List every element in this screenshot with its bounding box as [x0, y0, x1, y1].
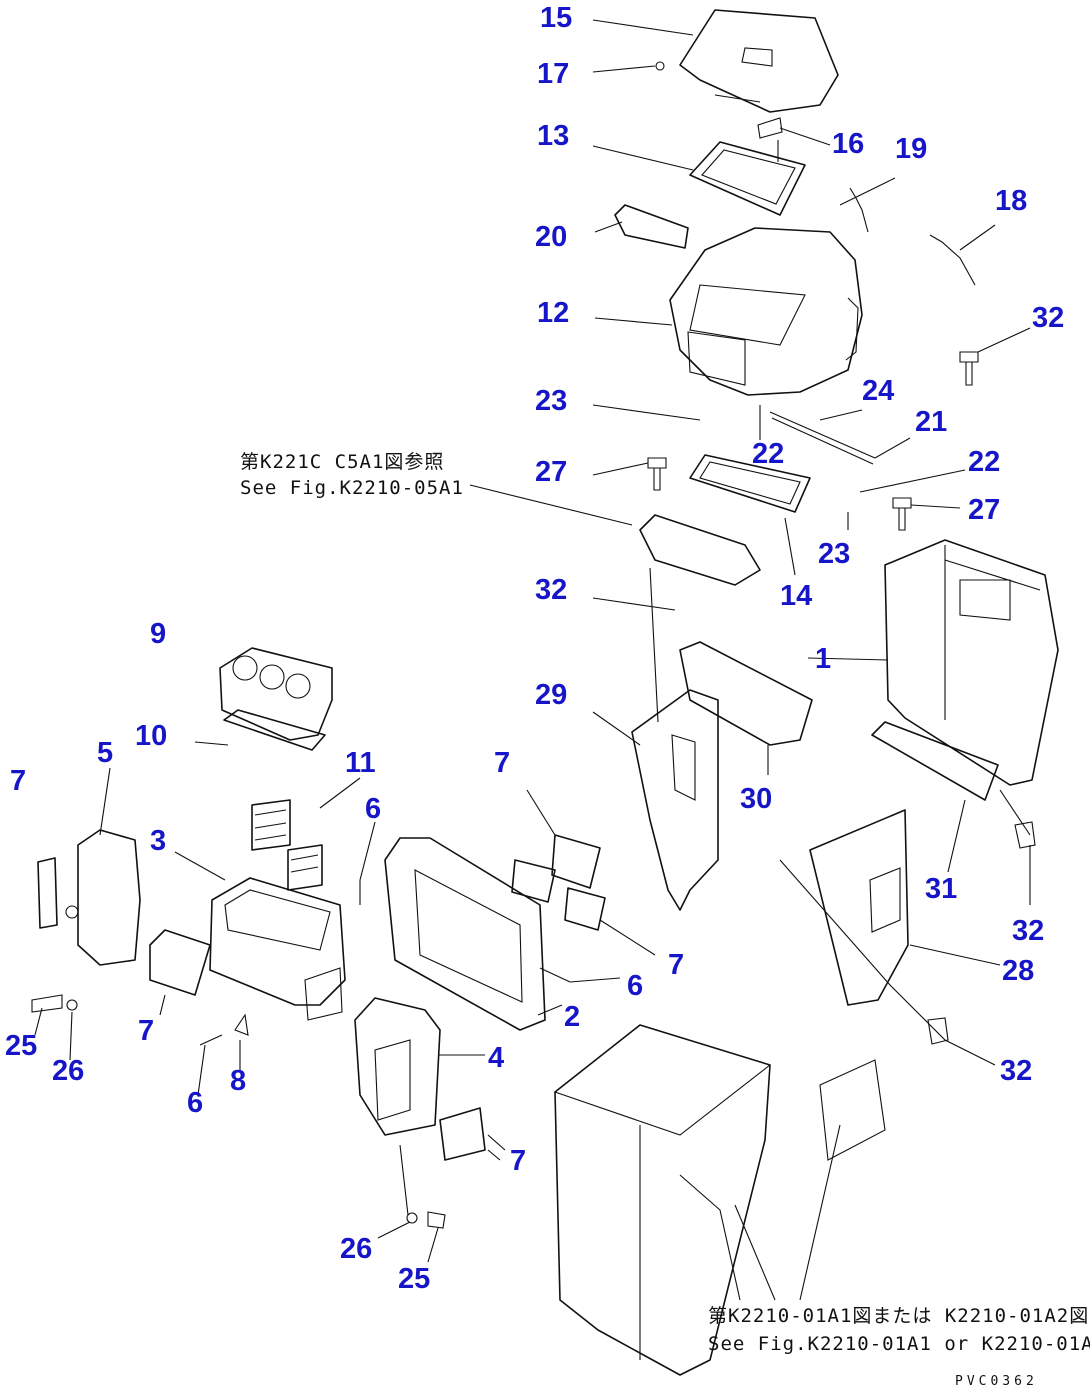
- part-17-screw: [655, 61, 665, 71]
- callout-25: 25: [5, 1030, 37, 1062]
- callout-22: 22: [968, 446, 1000, 478]
- callout-31: 31: [925, 873, 957, 905]
- part-lower-frame: [554, 1024, 886, 1376]
- callout-11: 11: [345, 747, 376, 779]
- part-29-side-panel: [631, 689, 719, 911]
- part-7-seals: [37, 834, 606, 1161]
- callout-7: 7: [510, 1145, 526, 1177]
- callout-6: 6: [627, 970, 643, 1002]
- part-27-bolt-right: [892, 497, 912, 531]
- callout-23: 23: [818, 538, 850, 570]
- part-19-wire: [849, 187, 869, 233]
- part-4-bracket: [354, 997, 441, 1136]
- callout-10: 10: [135, 720, 167, 752]
- part-ref-plate: [639, 514, 761, 586]
- callout-22: 22: [752, 438, 784, 470]
- part-10-filter-pad: [223, 709, 326, 751]
- leader-lines: [34, 19, 1031, 1301]
- callout-32: 32: [1000, 1055, 1032, 1087]
- callout-20: 20: [535, 221, 567, 253]
- part-2-frame: [384, 837, 546, 1031]
- callout-27: 27: [535, 456, 567, 488]
- callout-26: 26: [340, 1233, 372, 1265]
- callout-19: 19: [895, 133, 927, 165]
- part-21-strip: [769, 411, 876, 465]
- callout-13: 13: [537, 120, 569, 152]
- part-12-upper-housing: [669, 227, 863, 396]
- callout-7: 7: [138, 1015, 154, 1047]
- reference-note-top-jp: 第K221C C5A1図参照: [240, 451, 444, 473]
- callout-5: 5: [97, 737, 113, 769]
- reference-note-bottom-jp: 第K2210-01A1図または K2210-01A2図参照: [708, 1305, 1090, 1327]
- callout-12: 12: [537, 297, 569, 329]
- callout-25: 25: [398, 1263, 430, 1295]
- callout-32: 32: [535, 574, 567, 606]
- part-15-top-cover: [679, 9, 839, 113]
- callout-1: 1: [815, 643, 831, 675]
- callout-7: 7: [10, 765, 26, 797]
- callout-26: 26: [52, 1055, 84, 1087]
- part-9-filter-block: [219, 647, 333, 741]
- callout-4: 4: [488, 1042, 504, 1074]
- callout-23: 23: [535, 385, 567, 417]
- part-30-channel: [679, 641, 813, 746]
- callout-3: 3: [150, 825, 166, 857]
- callout-6: 6: [187, 1087, 203, 1119]
- callout-24: 24: [862, 375, 894, 407]
- part-3-duct-box: [209, 877, 346, 1021]
- callout-14: 14: [780, 580, 812, 612]
- callout-2: 2: [564, 1001, 580, 1033]
- part-13-gasket: [689, 141, 806, 216]
- reference-note-top-en: See Fig.K2210-05A1: [240, 477, 464, 499]
- drawing-code: PVC0362: [955, 1374, 1038, 1388]
- part-11-grilles: [251, 799, 323, 891]
- callout-27: 27: [968, 494, 1000, 526]
- callout-32: 32: [1032, 302, 1064, 334]
- callout-8: 8: [230, 1065, 246, 1097]
- reference-note-bottom-en: See Fig.K2210-01A1 or K2210-01A2: [708, 1333, 1090, 1355]
- callout-7: 7: [494, 747, 510, 779]
- callout-32: 32: [1012, 915, 1044, 947]
- part-32-bolt-upper: [959, 351, 979, 386]
- part-27-bolt-left: [647, 457, 667, 491]
- callout-29: 29: [535, 679, 567, 711]
- part-1-cabinet: [884, 539, 1059, 786]
- callout-9: 9: [150, 618, 166, 650]
- callout-30: 30: [740, 783, 772, 815]
- part-20-pad: [614, 204, 689, 249]
- callout-18: 18: [995, 185, 1027, 217]
- callout-6: 6: [365, 793, 381, 825]
- part-5-side-bracket: [77, 829, 141, 966]
- part-28-panel: [809, 809, 909, 1006]
- callout-15: 15: [540, 2, 572, 34]
- callout-7: 7: [668, 949, 684, 981]
- part-18-wire: [929, 234, 976, 286]
- callout-28: 28: [1002, 955, 1034, 987]
- part-small-hardware: [31, 821, 1036, 1229]
- callout-numbers: 15 17 13 16 19 18 20 12 32 23 24 22 21 2…: [5, 2, 1064, 1295]
- callout-21: 21: [915, 406, 947, 438]
- part-14-gasket: [689, 454, 811, 513]
- callout-17: 17: [537, 58, 569, 90]
- callout-16: 16: [832, 128, 864, 160]
- part-31-bracket: [871, 721, 1031, 836]
